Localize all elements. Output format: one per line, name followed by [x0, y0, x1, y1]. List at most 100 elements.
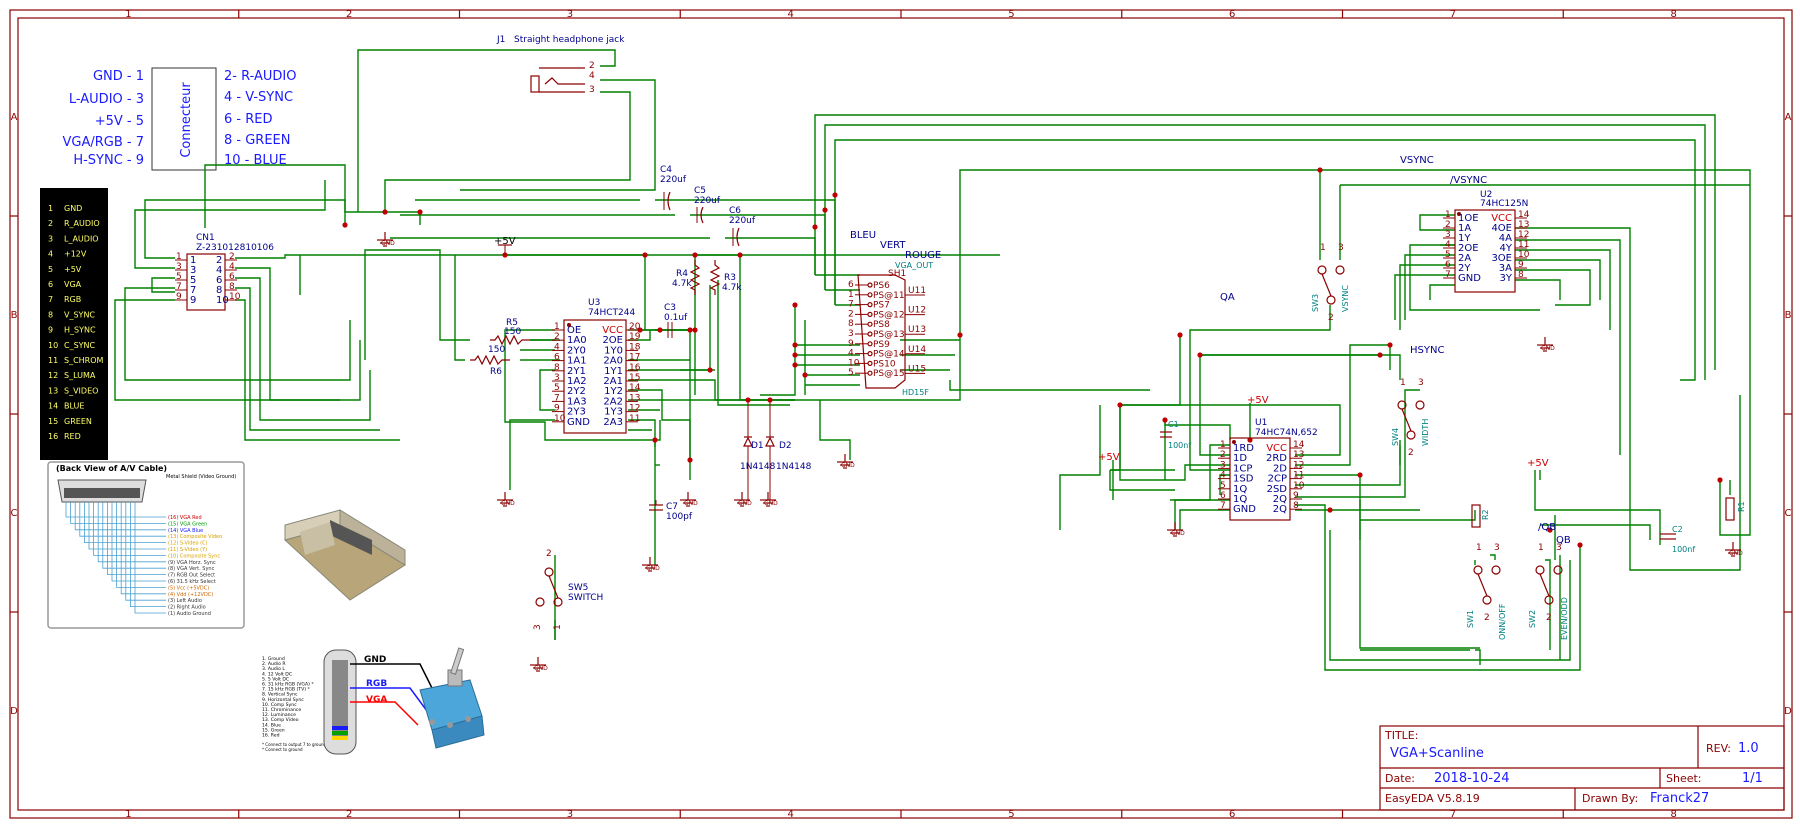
sw3-ref: SW3: [1311, 294, 1320, 312]
grid-row-right-D: D: [1784, 706, 1792, 717]
u1-pin-name: 1Q: [1233, 484, 1247, 495]
sw5-value: SWITCH: [568, 593, 603, 603]
legend-label: GREEN: [64, 417, 92, 426]
vga-pin-num: 7: [848, 300, 854, 310]
connector-box-label: Connecteur: [179, 82, 194, 158]
legend-label: R_AUDIO: [64, 219, 100, 228]
sw2-pin-3: 3: [1556, 543, 1562, 553]
u1-ref: U1: [1255, 418, 1267, 428]
sw5-pin-3: 3: [533, 624, 543, 630]
grid-col-top-2: 2: [346, 9, 352, 20]
c2-ref: C2: [1672, 525, 1683, 534]
u1-pin-num: 3: [1220, 460, 1226, 470]
u3-pin-num: 20: [629, 322, 641, 332]
conn-left-2: L-AUDIO - 3: [69, 92, 144, 107]
u2-value: 74HC125N: [1480, 199, 1528, 209]
diode-d2: D2 1N4148: [765, 400, 812, 500]
legend-num: 6: [48, 280, 53, 289]
cn1-inner-left-pin: 9: [190, 295, 196, 306]
u1-pin-name: 2RD: [1266, 453, 1287, 464]
vga-pin-num: 9: [848, 339, 854, 349]
u1-pin-num: 13: [1293, 450, 1304, 460]
res-r2: R2: [1471, 504, 1490, 528]
pinout-line: 13. Comp Video: [262, 717, 299, 723]
u1-pin-name: GND: [1233, 504, 1256, 515]
vga-pin-num: 8: [848, 319, 854, 329]
vga-pin-name: PS6: [873, 281, 890, 291]
vga-right-pin: U14: [908, 345, 926, 355]
conn-left-5: H-SYNC - 9: [73, 153, 144, 168]
legend-num: 16: [48, 432, 58, 441]
u1-pin-num: 6: [1220, 491, 1226, 501]
legend-num: 7: [48, 295, 53, 304]
vga-pin-num: 3: [848, 329, 854, 339]
j1-ref: J1: [496, 35, 505, 45]
legend-label: S_CHROM: [64, 356, 104, 365]
net-vsync: VSYNC: [1400, 155, 1434, 166]
u2-pin-num: 4: [1445, 240, 1451, 250]
conn-left-3: +5V - 5: [95, 114, 144, 129]
grid-row-left-D: D: [10, 706, 18, 717]
tb-sheet: 1/1: [1742, 771, 1763, 786]
gnd-label: GND: [381, 240, 395, 247]
vga-right-pin: U11: [908, 286, 926, 296]
legend-label: RED: [64, 432, 81, 441]
u2-pin-num: 7: [1445, 270, 1451, 280]
r6-value: 150: [488, 345, 505, 355]
av-pin-label: (14) VGA Blue: [168, 528, 203, 534]
legend-label: +12V: [64, 250, 87, 259]
grid-row-right-B: B: [1785, 310, 1792, 321]
av-pin-label: (7) RGB Out Select: [168, 573, 215, 579]
u3-pin-name: VCC: [602, 325, 623, 336]
legend-num: 8: [48, 310, 53, 319]
u3-pin-name: 1A0: [567, 335, 587, 346]
res-r4: R4 4.7k: [672, 260, 701, 295]
c5-ref: C5: [694, 186, 706, 196]
res-r1: R1: [1725, 497, 1746, 521]
c3-ref: C3: [664, 303, 676, 313]
cap-c5: C5 220uf: [694, 186, 721, 224]
legend-label: S_LUMA: [64, 371, 96, 380]
net-qb: QB: [1556, 535, 1571, 546]
grid-col-top-6: 6: [1229, 9, 1235, 20]
sw5-pin-2: 2: [546, 549, 552, 559]
r5-value: 150: [504, 327, 521, 337]
gnd-label: GND: [841, 462, 855, 469]
u3-pin-name: OE: [567, 325, 581, 336]
u2-pin-name: 1A: [1458, 223, 1471, 234]
u3-pin-num: 17: [629, 353, 640, 363]
pwr-5v-label: +5V: [494, 236, 516, 247]
sw1-pin-2: 2: [1484, 613, 1490, 623]
legend-label: H_SYNC: [64, 326, 96, 335]
pinout-line: 10. Comp Sync: [262, 702, 297, 708]
pinout-note: * Connect to output 7 to ground: [262, 742, 327, 747]
u3-pin-name: 2A2: [603, 396, 623, 407]
c7-ref: C7: [666, 502, 678, 512]
u1-pin-num: 2: [1220, 450, 1226, 460]
u2-pin-num: 3: [1445, 230, 1451, 240]
grid-col-top-5: 5: [1008, 9, 1014, 20]
u3-pin-name: 1A1: [567, 356, 587, 367]
r6-ref: R6: [490, 367, 502, 377]
vga-right-pin: U13: [908, 325, 926, 335]
u3-pin-num: 1: [554, 322, 560, 332]
connector-photo: [283, 509, 406, 601]
cn1-outer-right-pin: 2: [229, 252, 235, 262]
grid-col-bottom-4: 4: [787, 809, 793, 820]
sw4-pin-2: 2: [1408, 448, 1414, 458]
u3-pin-name: 2A3: [603, 417, 623, 428]
u1-pin-num: 7: [1220, 501, 1226, 511]
cap-c2: C2 100nf +5V: [1527, 458, 1695, 554]
cap-c1: C1 100nf +5V: [1098, 420, 1191, 463]
conn-left-1: GND - 1: [93, 69, 144, 84]
legend-label: V_SYNC: [64, 310, 95, 319]
conn-right-2: 4 - V-SYNC: [224, 90, 293, 105]
u3-pin-num: 3: [554, 373, 560, 383]
u3-pin-name: GND: [567, 417, 590, 428]
cn1-inner-right-pin: 2: [216, 255, 222, 266]
